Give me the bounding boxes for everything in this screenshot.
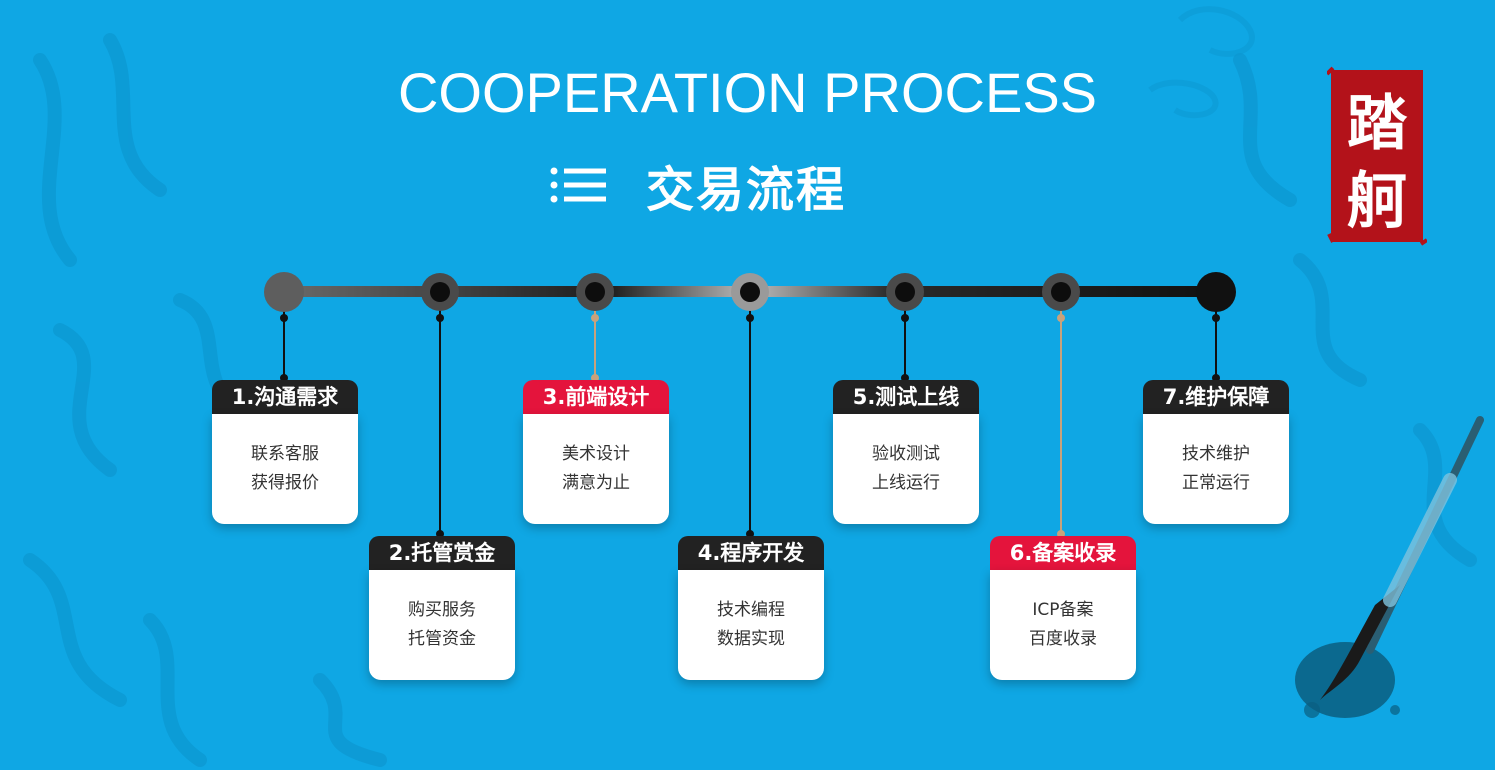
connector-dot bbox=[280, 314, 288, 322]
step-line: 购买服务 bbox=[408, 600, 476, 620]
step-title: 7.维护保障 bbox=[1143, 380, 1289, 414]
subtitle-row: 交易流程 bbox=[550, 155, 846, 218]
step-title: 1.沟通需求 bbox=[212, 380, 358, 414]
timeline-node-core bbox=[585, 282, 605, 302]
connector-dot bbox=[1057, 314, 1065, 322]
connector-dot bbox=[436, 314, 444, 322]
seal-stamp: 踏 舸 bbox=[1327, 66, 1427, 246]
step-title: 6.备案收录 bbox=[990, 536, 1136, 570]
step-card: 7.维护保障技术维护正常运行 bbox=[1143, 380, 1289, 524]
timeline-node-core bbox=[740, 282, 760, 302]
step-line: 技术维护 bbox=[1182, 444, 1250, 464]
seal-char-2: 舸 bbox=[1347, 167, 1407, 237]
connector-dot bbox=[746, 314, 754, 322]
step-body: ICP备案百度收录 bbox=[990, 570, 1136, 680]
step-title: 3.前端设计 bbox=[523, 380, 669, 414]
step-card: 3.前端设计美术设计满意为止 bbox=[523, 380, 669, 524]
step-line: 验收测试 bbox=[872, 444, 940, 464]
connector-dot bbox=[901, 314, 909, 322]
step-line: 联系客服 bbox=[251, 444, 319, 464]
step-card: 2.托管赏金购买服务托管资金 bbox=[369, 536, 515, 680]
timeline-node-core bbox=[430, 282, 450, 302]
step-line: 托管资金 bbox=[408, 629, 476, 649]
page-title: COOPERATION PROCESS bbox=[397, 61, 1098, 124]
step-body: 技术编程数据实现 bbox=[678, 570, 824, 680]
step-line: 满意为止 bbox=[562, 473, 630, 493]
step-title: 5.测试上线 bbox=[833, 380, 979, 414]
step-line: 百度收录 bbox=[1029, 629, 1097, 649]
list-icon bbox=[550, 167, 606, 203]
step-line: 获得报价 bbox=[251, 473, 319, 493]
step-body: 验收测试上线运行 bbox=[833, 414, 979, 524]
step-body: 购买服务托管资金 bbox=[369, 570, 515, 680]
timeline-node bbox=[264, 272, 304, 312]
step-body: 技术维护正常运行 bbox=[1143, 414, 1289, 524]
step-line: 上线运行 bbox=[872, 473, 940, 493]
seal-char-1: 踏 bbox=[1347, 89, 1408, 159]
step-line: 技术编程 bbox=[717, 600, 785, 620]
step-line: 数据实现 bbox=[717, 629, 785, 649]
subtitle-text: 交易流程 bbox=[646, 162, 847, 218]
step-title: 4.程序开发 bbox=[678, 536, 824, 570]
step-card: 5.测试上线验收测试上线运行 bbox=[833, 380, 979, 524]
step-body: 美术设计满意为止 bbox=[523, 414, 669, 524]
step-card: 1.沟通需求联系客服获得报价 bbox=[212, 380, 358, 524]
step-line: ICP备案 bbox=[1032, 600, 1094, 620]
step-line: 正常运行 bbox=[1182, 473, 1250, 493]
step-line: 美术设计 bbox=[562, 444, 630, 464]
timeline-node bbox=[1196, 272, 1236, 312]
timeline-node-core bbox=[895, 282, 915, 302]
step-body: 联系客服获得报价 bbox=[212, 414, 358, 524]
step-title: 2.托管赏金 bbox=[369, 536, 515, 570]
brush-illustration bbox=[1295, 416, 1484, 718]
connector-dot bbox=[591, 314, 599, 322]
connector-dot bbox=[1212, 314, 1220, 322]
step-card: 4.程序开发技术编程数据实现 bbox=[678, 536, 824, 680]
timeline-node-core bbox=[1051, 282, 1071, 302]
